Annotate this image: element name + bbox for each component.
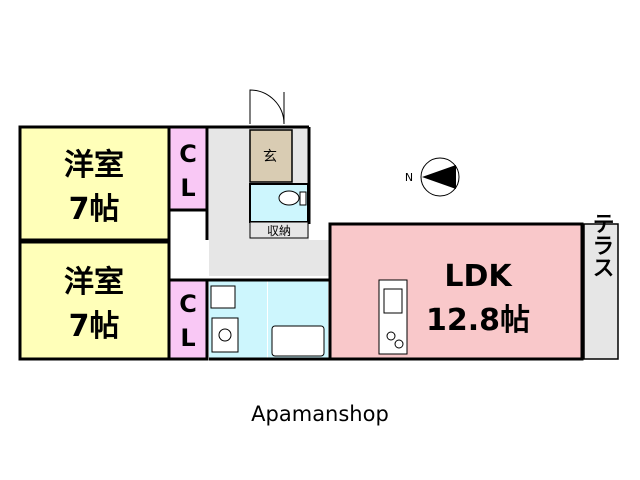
storage <box>249 221 309 239</box>
storage-label: 収納 <box>267 224 291 238</box>
entrance-door-icon <box>249 89 285 125</box>
watermark: Apamanshop <box>251 402 389 426</box>
drain-icon <box>218 328 232 342</box>
closet-2 <box>167 278 209 361</box>
walls <box>169 125 330 361</box>
stove-icon <box>386 331 396 341</box>
sink-icon <box>383 288 403 314</box>
terrace <box>583 223 619 360</box>
western-room-1-size: 7帖 <box>69 192 120 227</box>
ldk-name: LDK <box>444 259 513 294</box>
entrance <box>249 129 293 183</box>
western-room-1 <box>18 125 171 242</box>
toilet-tank-icon <box>299 191 307 206</box>
ldk-room <box>328 222 584 361</box>
terrace-label: テラス <box>589 212 614 278</box>
western-room-2 <box>18 240 171 361</box>
toilet-icon <box>278 190 300 206</box>
hallway-lower <box>209 240 329 276</box>
ldk-size: 12.8帖 <box>426 303 530 338</box>
compass-label: N <box>405 171 413 184</box>
western-room-2-name: 洋室 <box>64 265 124 300</box>
closet-1-c: C <box>179 140 197 168</box>
stove-icon-2 <box>394 339 404 349</box>
bathtub-icon <box>271 325 325 357</box>
washbasin-icon <box>211 317 239 353</box>
western-room-1-name: 洋室 <box>64 148 124 183</box>
closet-2-l: L <box>180 324 195 352</box>
compass-icon <box>420 157 460 197</box>
closet-2-c: C <box>179 290 197 318</box>
western-room-2-size: 7帖 <box>69 309 120 344</box>
closet-1 <box>167 125 209 212</box>
washing-machine-icon <box>210 285 236 309</box>
toilet-room <box>249 183 309 223</box>
entrance-label: 玄 <box>263 148 277 165</box>
closet-1-l: L <box>180 174 195 202</box>
